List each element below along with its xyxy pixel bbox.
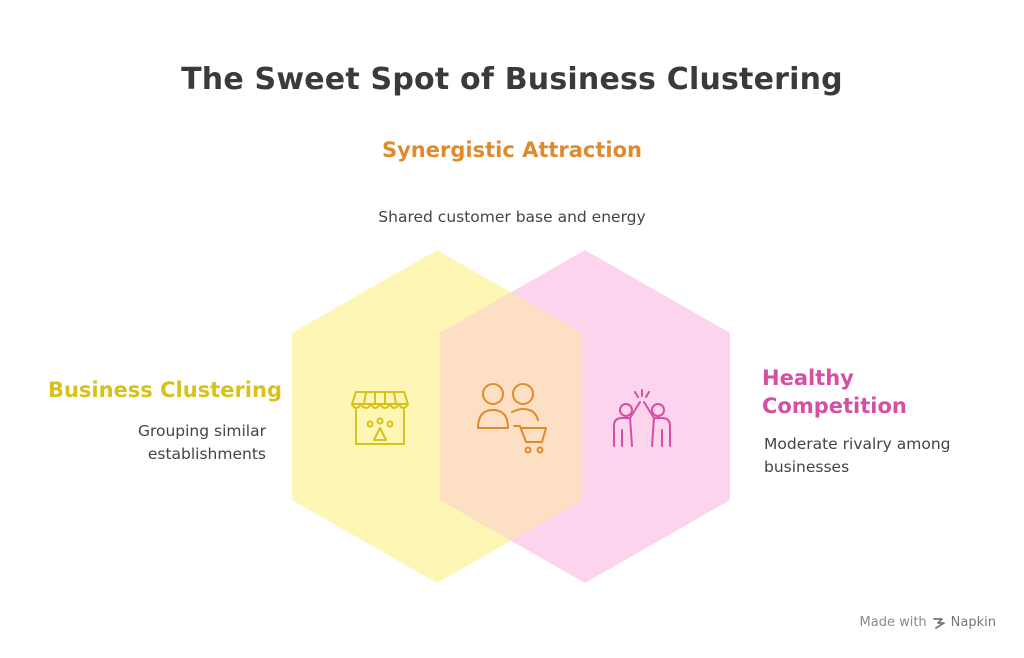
page-title: The Sweet Spot of Business Clustering	[181, 62, 843, 97]
footer-prefix: Made with	[859, 615, 927, 630]
synergistic-attraction-description: Shared customer base and energy	[378, 208, 646, 226]
napkin-logo-icon	[932, 617, 945, 629]
overlap-hexagon	[440, 292, 582, 541]
business-clustering-heading: Business Clustering	[47, 378, 282, 402]
high-five-icon	[613, 389, 671, 447]
storefront-icon	[351, 391, 409, 445]
footer-brand: Napkin	[950, 615, 996, 630]
people-cart-icon	[477, 383, 547, 454]
synergistic-attraction-heading: Synergistic Attraction	[381, 138, 642, 162]
made-with-napkin-footer[interactable]: Made with Napkin	[860, 615, 996, 630]
healthy-competition-heading: Healthy Competition	[762, 366, 907, 418]
healthy-competition-description: Moderate rivalry among businesses	[764, 435, 951, 476]
business-clustering-description: Grouping similar establishments	[137, 422, 266, 463]
